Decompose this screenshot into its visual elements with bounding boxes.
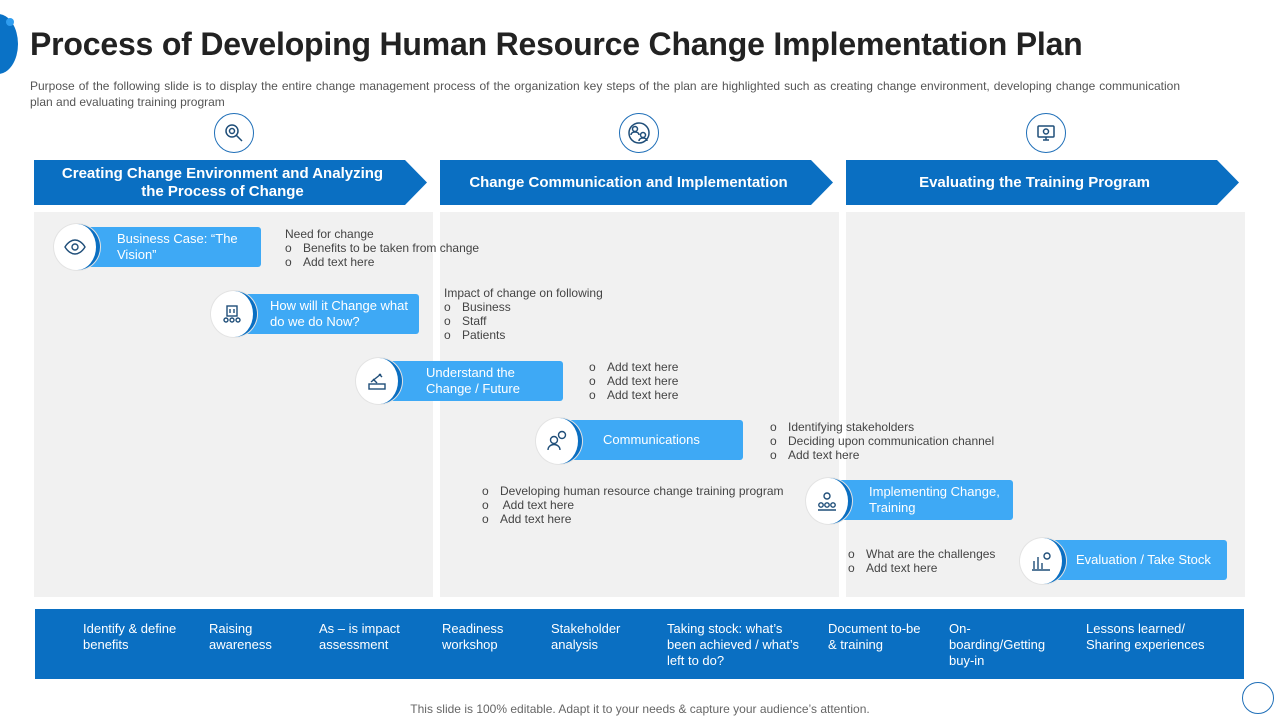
step-label: Implementing Change, Training: [869, 484, 1000, 515]
step-pill-1: Business Case: “The Vision”: [80, 227, 261, 267]
corner-decoration-dot: [6, 18, 14, 26]
organization-building-icon: [211, 291, 257, 337]
bar-chart-gear-icon: [1020, 538, 1066, 584]
step-note-1: Need for change Benefits to be taken fro…: [285, 227, 479, 269]
bottom-item-7: Document to-be & training: [828, 621, 921, 652]
note-title: Impact of change on following: [444, 286, 603, 300]
corner-decoration: [0, 14, 18, 74]
people-exchange-icon: [619, 113, 659, 153]
bottom-item-4: Readiness workshop: [442, 621, 504, 652]
step-note-2: Impact of change on following BusinessSt…: [444, 286, 603, 342]
note-item: Add text here: [482, 498, 784, 512]
bottom-item-6: Taking stock: what’s been achieved / wha…: [667, 621, 800, 668]
stage-label: Change Communication and Implementation: [469, 173, 788, 191]
note-item: Add text here: [589, 374, 678, 388]
magnifier-gear-icon: [214, 113, 254, 153]
stage-panel-2: [440, 212, 839, 597]
step-note-3: Add text hereAdd text hereAdd text here: [589, 360, 678, 402]
person-speech-icon: [536, 418, 582, 464]
stage-arrow-1: Creating Change Environment and Analyzin…: [34, 160, 427, 205]
note-item: Add text here: [589, 360, 678, 374]
note-item: Add text here: [770, 448, 994, 462]
note-item: Add text here: [285, 255, 479, 269]
stage-arrow-2: Change Communication and Implementation: [440, 160, 833, 205]
stage-label: Evaluating the Training Program: [919, 173, 1150, 191]
vision-eye-icon: [54, 224, 100, 270]
stage-label: Creating Change Environment and Analyzin…: [61, 164, 384, 200]
note-item: Identifying stakeholders: [770, 420, 994, 434]
bottom-item-1: Identify & define benefits: [83, 621, 177, 652]
note-item: Patients: [444, 328, 603, 342]
step-note-6: What are the challengesAdd text here: [848, 547, 995, 575]
page-subtitle: Purpose of the following slide is to dis…: [30, 79, 1180, 109]
team-training-icon: [806, 478, 852, 524]
note-item: Business: [444, 300, 603, 314]
step-note-5: Developing human resource change trainin…: [482, 484, 784, 526]
bottom-item-2: Raising awareness: [209, 621, 272, 652]
bottom-item-5: Stakeholder analysis: [551, 621, 621, 652]
bottom-activities-bar: Identify & define benefits Raising aware…: [35, 609, 1244, 679]
note-title: Need for change: [285, 227, 374, 241]
note-item: Add text here: [848, 561, 995, 575]
bottom-item-3: As – is impact assessment: [319, 621, 400, 652]
stage-panel-1: [34, 212, 433, 597]
bottom-item-9: Lessons learned/ Sharing experiences: [1086, 621, 1205, 652]
stage-panel-3: [846, 212, 1245, 597]
note-item: Add text here: [482, 512, 784, 526]
note-item: Developing human resource change trainin…: [482, 484, 784, 498]
step-label: Business Case: “The Vision”: [117, 231, 238, 262]
note-item: Benefits to be taken from change: [285, 241, 479, 255]
bottom-item-8: On-boarding/Getting buy-in: [949, 621, 1046, 668]
note-item: What are the challenges: [848, 547, 995, 561]
page-title: Process of Developing Human Resource Cha…: [30, 26, 1083, 62]
step-label: Understand the Change / Future: [426, 365, 520, 396]
step-label: Communications: [603, 432, 700, 447]
step-label: Evaluation / Take Stock: [1076, 552, 1211, 567]
step-pill-3: Understand the Change / Future: [383, 361, 563, 401]
note-item: Add text here: [589, 388, 678, 402]
step-pill-5: Implementing Change, Training: [832, 480, 1013, 520]
corner-circle-decoration: [1242, 682, 1274, 714]
stage-arrow-3: Evaluating the Training Program: [846, 160, 1239, 205]
step-pill-4: Communications: [563, 420, 743, 460]
footer-note: This slide is 100% editable. Adapt it to…: [410, 702, 870, 716]
step-note-4: Identifying stakeholdersDeciding upon co…: [770, 420, 994, 462]
tools-change-icon: [356, 358, 402, 404]
note-item: Deciding upon communication channel: [770, 434, 994, 448]
step-pill-2: How will it Change what do we do Now?: [238, 294, 419, 334]
note-item: Staff: [444, 314, 603, 328]
step-pill-6: Evaluation / Take Stock: [1046, 540, 1227, 580]
monitor-settings-icon: [1026, 113, 1066, 153]
step-label: How will it Change what do we do Now?: [270, 298, 409, 329]
